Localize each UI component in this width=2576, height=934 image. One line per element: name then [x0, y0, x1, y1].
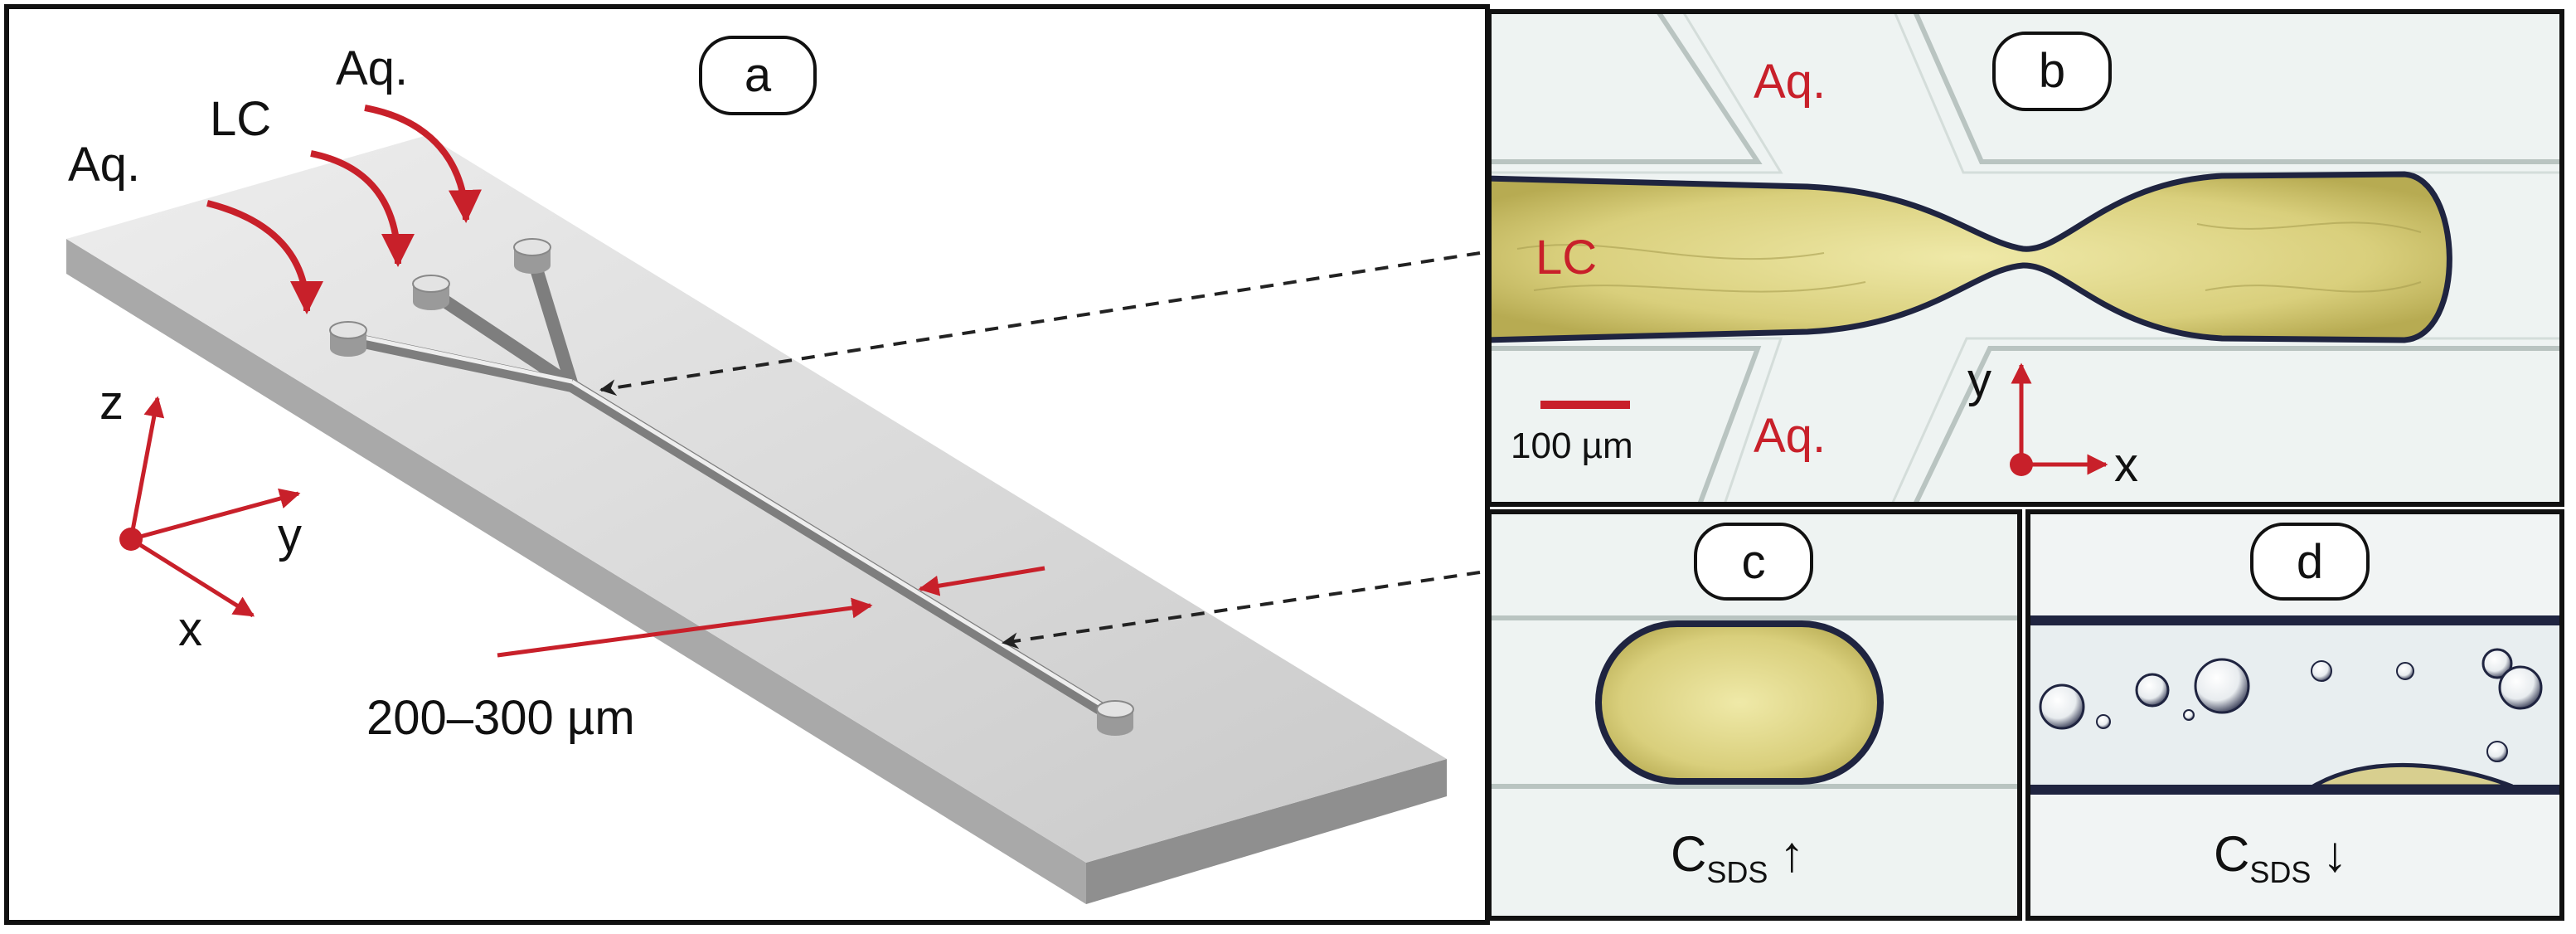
channel-middle-inlet: [424, 285, 579, 392]
panel-b-aq-bottom-label: Aq.: [1754, 409, 1826, 463]
main-channel: [565, 379, 1122, 724]
inlet-post-right: [513, 238, 551, 274]
flow-arrow-aq-left: [206, 200, 323, 314]
inlet-post-left: [329, 321, 367, 357]
panel-d-caption: CSDS ↓: [2214, 826, 2347, 889]
channel-right-inlet: [526, 249, 579, 392]
panel-b-frame: [1487, 9, 2564, 507]
flow-arrow-aq-right: [364, 105, 482, 223]
emulsion-droplets: [2039, 648, 2543, 762]
panel-b-badge: [1992, 32, 2112, 111]
lc-texture: [1516, 221, 2422, 293]
outlet-post: [1096, 700, 1134, 736]
flow-arrow-lc: [310, 150, 415, 267]
droplet: [2183, 709, 2195, 721]
z-axis-arrow: [129, 396, 165, 540]
lc-wetting-film: [2305, 762, 2513, 789]
scale-bar: [1540, 401, 1630, 409]
lc-droplet: [1595, 620, 1884, 785]
panel-b: Aq. Aq. LC 100 µm y x b: [1487, 9, 2564, 507]
droplet: [2194, 658, 2250, 714]
panel-b-axes-origin: [2010, 453, 2033, 476]
connector-to-panel-b: [599, 251, 1481, 396]
panel-d-caption-sub: SDS: [2249, 855, 2311, 889]
panel-a-badge: [699, 36, 817, 115]
droplet: [2396, 662, 2414, 680]
channel-left-inlet: [342, 332, 579, 392]
panel-d-badge: [2250, 523, 2370, 601]
width-arrow-upper: [918, 566, 1045, 596]
droplet: [2135, 673, 2170, 708]
y-axis-label: y: [278, 508, 302, 562]
droplet: [2486, 741, 2508, 762]
droplet: [2498, 665, 2543, 710]
droplet: [2039, 683, 2085, 730]
scale-bar-label: 100 µm: [1511, 426, 1633, 466]
panel-a-badge-label: a: [745, 48, 772, 102]
panel-b-aq-top-label: Aq.: [1754, 55, 1826, 109]
panel-c-frame: [1487, 509, 2022, 921]
connector-to-panel-c: [1002, 571, 1481, 649]
inlet-label-lc: LC: [210, 92, 271, 146]
panel-b-lc-label: LC: [1535, 231, 1597, 285]
panel-d-channel: [2028, 618, 2562, 788]
chip-right-edge: [1086, 759, 1447, 904]
width-arrow-lower: [497, 597, 873, 658]
panel-d-caption-arrow: ↓: [2322, 826, 2347, 882]
axes-3d: z y x: [99, 376, 302, 656]
panel-a: z y x Aq. LC Aq. 200–300 µm a: [4, 4, 1490, 925]
droplet: [2311, 660, 2332, 682]
panel-c: c CSDS ↑: [1487, 509, 2022, 921]
microfluidic-chip: [66, 135, 1447, 904]
channel-walls-b: [1489, 12, 2562, 504]
axes-origin: [119, 528, 143, 551]
panel-d-caption-main: C: [2214, 826, 2249, 882]
panel-d-frame: [2025, 509, 2564, 921]
inlet-label-aq-left: Aq.: [68, 138, 140, 192]
y-axis-arrow: [130, 488, 301, 542]
panel-c-badge: [1694, 523, 1813, 601]
panel-b-x-label: x: [2114, 438, 2138, 492]
left-inlet-highlight: [347, 332, 573, 384]
inlet-post-middle: [412, 275, 450, 310]
x-axis-label: x: [178, 602, 202, 656]
panel-c-caption-arrow: ↑: [1779, 826, 1804, 882]
droplet: [2096, 714, 2111, 729]
droplet: [2481, 648, 2513, 679]
panel-b-y-label: y: [1967, 353, 1991, 407]
axes-2d: y x: [1967, 353, 2138, 492]
panel-d-badge-label: d: [2297, 535, 2323, 589]
inlet-label-aq-right: Aq.: [336, 41, 408, 95]
panel-d: d CSDS ↓: [2025, 509, 2564, 921]
panel-c-badge-label: c: [1742, 535, 1766, 589]
panel-c-caption: CSDS ↑: [1671, 826, 1804, 889]
channel-width-label: 200–300 µm: [366, 691, 635, 745]
panel-c-caption-main: C: [1671, 826, 1706, 882]
panel-b-badge-label: b: [2039, 44, 2065, 98]
panel-c-caption-sub: SDS: [1706, 855, 1768, 889]
lc-thread: [1489, 171, 2452, 343]
z-axis-label: z: [99, 376, 124, 430]
x-axis-arrow: [129, 537, 255, 618]
chip-front-edge: [66, 239, 1086, 904]
main-channel-highlight: [570, 379, 1117, 716]
